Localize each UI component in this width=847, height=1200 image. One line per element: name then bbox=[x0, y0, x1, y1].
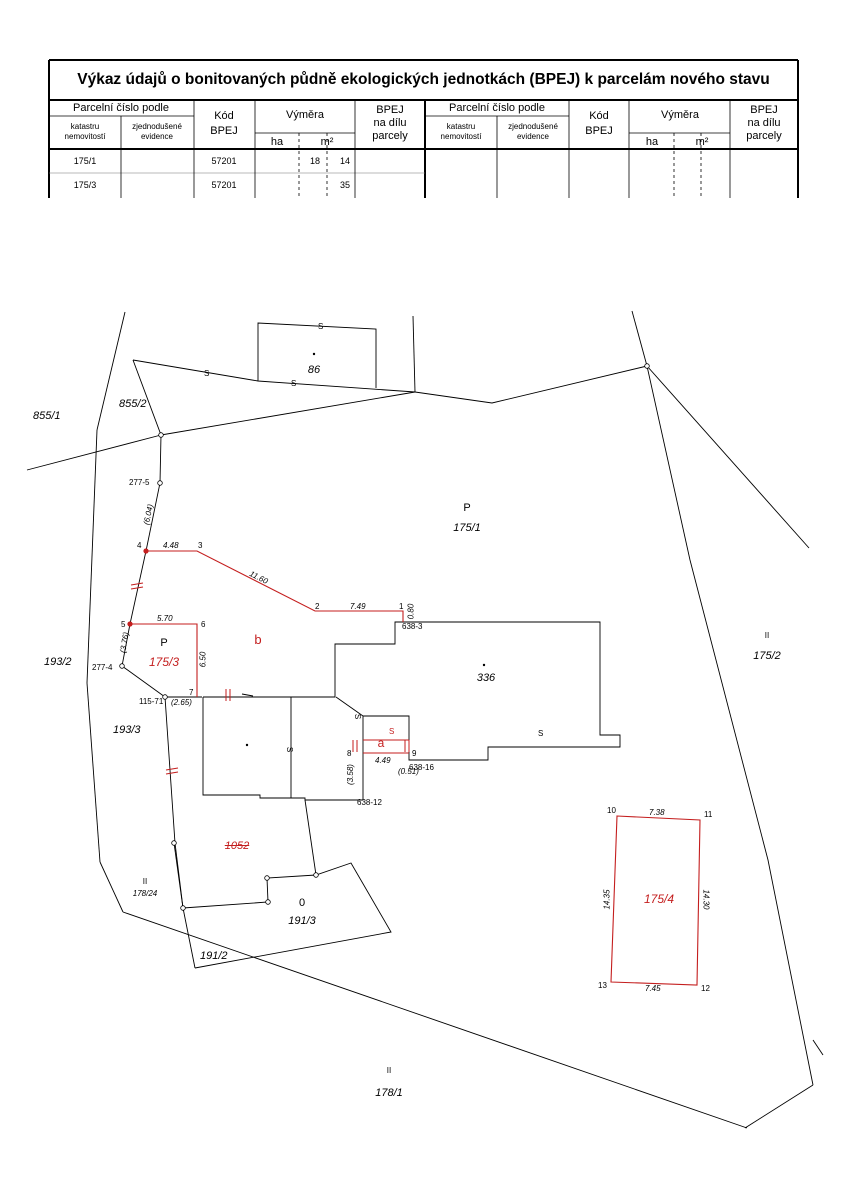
header-area-right: Výměra bbox=[661, 109, 699, 121]
table-title: Výkaz údajů o bonitovaných půdně ekologi… bbox=[77, 71, 770, 88]
land-use-double-bar-bottom: II bbox=[386, 1066, 392, 1075]
row1-area-b: 14 bbox=[340, 156, 351, 166]
dim-left-bot: (2.65) bbox=[171, 698, 192, 707]
symbol-s-red: S bbox=[389, 727, 395, 736]
parcel-178-24: 178/24 bbox=[132, 889, 158, 898]
row1-area-a: 18 bbox=[310, 156, 321, 166]
point-13: 13 bbox=[598, 981, 607, 990]
point-7: 7 bbox=[189, 688, 194, 697]
symbol-s-bldg-mid: S bbox=[353, 713, 363, 720]
land-use-p-upper: P bbox=[463, 502, 471, 514]
dim-8-v: (3.58) bbox=[345, 764, 355, 785]
point-6: 6 bbox=[201, 620, 206, 629]
dim-11-12: 14.30 bbox=[701, 889, 711, 910]
header-code-1-right: Kód bbox=[589, 110, 609, 122]
header-m2-right: m² bbox=[695, 136, 709, 148]
header-parcel-number: Parcelní číslo podle bbox=[73, 102, 169, 114]
header-bpej-1-right: BPEJ bbox=[750, 104, 778, 116]
header-parcel-number-right: Parcelní číslo podle bbox=[449, 102, 545, 114]
point-277-4: 277-4 bbox=[92, 663, 113, 672]
parcel-175-1: 175/1 bbox=[453, 522, 481, 534]
parcel-336: 336 bbox=[476, 672, 496, 684]
parcel-175-4: 175/4 bbox=[643, 892, 675, 906]
point-3: 3 bbox=[198, 541, 203, 550]
land-use-double-bar-left: II bbox=[142, 877, 148, 886]
dim-4-3: 4.48 bbox=[163, 541, 179, 550]
point-638-3: 638-3 bbox=[402, 622, 423, 631]
land-use-double-bar-right: II bbox=[764, 631, 770, 640]
point-4: 4 bbox=[137, 541, 142, 550]
dim-6-7: 6.50 bbox=[198, 651, 208, 668]
header-bpej-1: BPEJ bbox=[376, 104, 404, 116]
point-10: 10 bbox=[607, 806, 616, 815]
point-115-71: 115-71 bbox=[139, 697, 164, 706]
row2-code: 57201 bbox=[211, 180, 237, 190]
header-bpej-2: na dílu bbox=[373, 117, 407, 129]
parcel-178-1: 178/1 bbox=[375, 1087, 403, 1099]
parcel-191-2: 191/2 bbox=[200, 950, 228, 962]
header-code-2-right: BPEJ bbox=[585, 125, 613, 137]
symbol-s-bldg-left: S bbox=[285, 746, 295, 753]
row2-parcel: 175/3 bbox=[73, 180, 97, 190]
parcel-855-2: 855/2 bbox=[119, 398, 147, 410]
land-use-zero: 0 bbox=[298, 897, 306, 909]
parcel-191-3: 191/3 bbox=[288, 915, 316, 927]
dim-5-6: 5.70 bbox=[157, 614, 173, 623]
header-code-1: Kód bbox=[214, 110, 234, 122]
header-code-2: BPEJ bbox=[210, 125, 238, 137]
dim-8-9: 4.49 bbox=[375, 756, 391, 765]
zone-a: a bbox=[377, 736, 385, 750]
header-cadastre-2: nemovitostí bbox=[64, 132, 106, 141]
parcel-855-1: 855/1 bbox=[33, 410, 61, 422]
point-638-16: 638-16 bbox=[409, 763, 434, 772]
point-638-12: 638-12 bbox=[357, 798, 382, 807]
header-cadastre-1: katastru bbox=[70, 122, 100, 131]
symbol-s-bldg-right: S bbox=[538, 729, 544, 738]
parcel-175-2: 175/2 bbox=[753, 650, 781, 662]
dim-9-v: (0.51) bbox=[398, 767, 419, 776]
header-ha: ha bbox=[270, 136, 284, 148]
header-cadastre-2-right: nemovitostí bbox=[440, 132, 482, 141]
point-12: 12 bbox=[701, 984, 710, 993]
point-1: 1 bbox=[399, 602, 404, 611]
point-8: 8 bbox=[347, 749, 352, 758]
header-bpej-2-right: na dílu bbox=[747, 117, 781, 129]
header-bpej-3: parcely bbox=[372, 130, 408, 142]
row2-area-b: 35 bbox=[340, 180, 351, 190]
header-ha-right: ha bbox=[645, 136, 659, 148]
zone-b: b bbox=[254, 632, 262, 647]
header-bpej-3-right: parcely bbox=[746, 130, 782, 142]
parcel-86: 86 bbox=[307, 364, 321, 376]
dim-10-11: 7.38 bbox=[649, 808, 665, 817]
row1-parcel: 175/1 bbox=[73, 156, 97, 166]
parcel-193-3: 193/3 bbox=[113, 724, 141, 736]
header-m2: m² bbox=[320, 136, 334, 148]
point-9: 9 bbox=[412, 749, 417, 758]
point-2: 2 bbox=[315, 602, 320, 611]
parcel-1052: 1052 bbox=[224, 840, 250, 852]
dim-10-13: 14.35 bbox=[602, 889, 612, 910]
point-277-5: 277-5 bbox=[129, 478, 150, 487]
dim-2-1: 7.49 bbox=[350, 602, 366, 611]
symbol-s-top: S bbox=[318, 322, 324, 331]
header-simplified-1-right: zjednodušené bbox=[508, 122, 558, 131]
header-cadastre-1-right: katastru bbox=[446, 122, 476, 131]
header-simplified-2: evidence bbox=[140, 132, 174, 141]
parcel-175-3: 175/3 bbox=[148, 655, 180, 669]
table-grid bbox=[48, 59, 799, 198]
header-simplified-1: zjednodušené bbox=[132, 122, 182, 131]
dim-1-down: 0.80 bbox=[406, 603, 416, 620]
header-simplified-2-right: evidence bbox=[516, 132, 550, 141]
parcel-193-2: 193/2 bbox=[44, 656, 72, 668]
symbol-s-road-top: S bbox=[204, 369, 210, 378]
land-use-p-small: P bbox=[160, 637, 168, 649]
row1-code: 57201 bbox=[211, 156, 237, 166]
header-area: Výměra bbox=[286, 109, 324, 121]
point-11: 11 bbox=[704, 810, 713, 819]
dim-13-12: 7.45 bbox=[645, 984, 661, 993]
point-5: 5 bbox=[121, 620, 126, 629]
symbol-s-road-mid: S bbox=[291, 379, 297, 388]
